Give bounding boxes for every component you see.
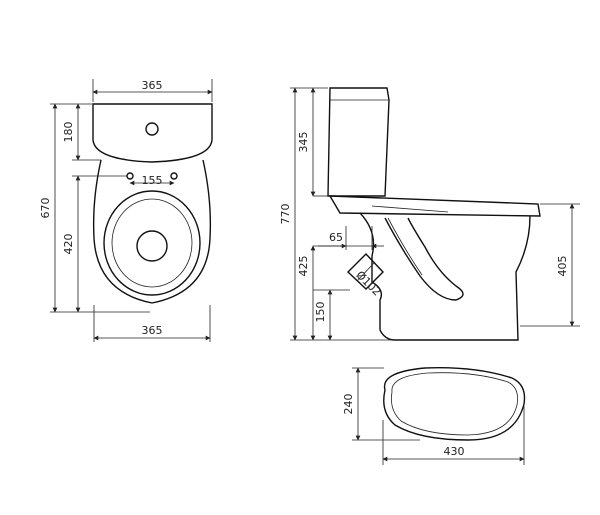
- tank-outline: [92, 103, 213, 163]
- dim-seat-width: 430: [444, 445, 465, 458]
- seat-outer: [383, 367, 526, 441]
- dim-bowl-depth: 420: [62, 234, 75, 255]
- dim-seat-height: 240: [342, 394, 355, 415]
- dim-outlet-diameter: Ø102: [353, 268, 383, 298]
- dim-tank-depth: 180: [62, 122, 75, 143]
- dim-top-width: 365: [142, 79, 163, 92]
- drain-hole: [136, 230, 168, 262]
- dim-rim-height: 405: [556, 256, 569, 277]
- fixing-hole-left: [126, 172, 134, 180]
- dim-outlet-height: 150: [314, 302, 327, 323]
- dim-bowl-height: 425: [297, 256, 310, 277]
- side-outlet: [346, 252, 384, 290]
- side-view: 345 425 150 770 65 Ø102 405: [279, 87, 580, 341]
- dim-hole-spacing: 155: [142, 174, 163, 187]
- dim-outlet-offset: 65: [329, 231, 343, 244]
- side-trap: [384, 217, 464, 301]
- side-tank: [327, 87, 390, 197]
- bowl-outline: [92, 159, 212, 304]
- seat-view: 240 430: [342, 367, 526, 465]
- top-view: 365 365 155 180 420 670: [39, 79, 213, 342]
- seat-inner: [111, 198, 193, 288]
- dim-tank-height: 345: [297, 132, 310, 153]
- flush-button-icon: [145, 122, 159, 136]
- seat-ring: [103, 190, 201, 296]
- dim-total-height: 770: [279, 204, 292, 225]
- dim-total-depth: 670: [39, 198, 52, 219]
- seat-inner-line: [391, 372, 518, 436]
- side-rim: [328, 195, 541, 217]
- dim-bottom-width: 365: [142, 324, 163, 337]
- fixing-hole-right: [170, 172, 178, 180]
